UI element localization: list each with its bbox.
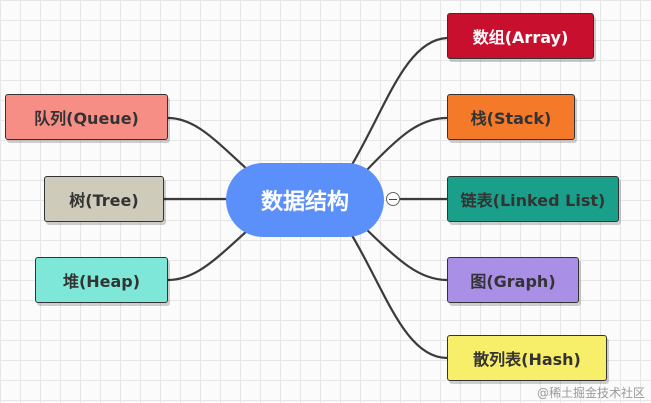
node-graph[interactable]: 图(Graph): [447, 257, 579, 303]
node-tree[interactable]: 树(Tree): [44, 176, 164, 222]
node-heap[interactable]: 堆(Heap): [35, 257, 168, 303]
connector-queue: [167, 116, 249, 171]
node-hash[interactable]: 散列表(Hash): [447, 335, 607, 381]
connector-heap: [167, 229, 249, 282]
watermark: @稀土掘金技术社区: [536, 386, 645, 400]
node-stack[interactable]: 栈(Stack): [447, 94, 575, 140]
node-array[interactable]: 数组(Array): [447, 13, 594, 59]
connector-graph: [364, 227, 448, 282]
node-linked-list[interactable]: 链表(Linked List): [447, 176, 619, 222]
node-queue[interactable]: 队列(Queue): [5, 94, 168, 140]
connector-stack: [364, 116, 448, 173]
collapse-toggle-icon[interactable]: [386, 192, 400, 206]
connector-array: [349, 36, 448, 169]
central-topic[interactable]: 数据结构: [226, 163, 384, 237]
connector-hash: [349, 231, 448, 360]
